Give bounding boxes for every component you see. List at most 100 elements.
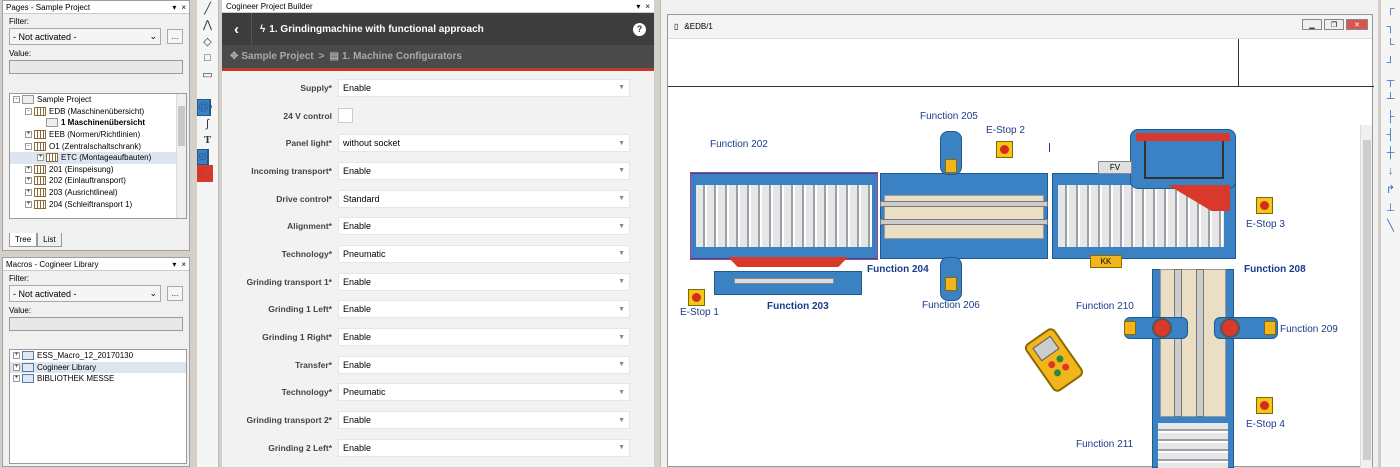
estop-1-button[interactable] bbox=[688, 289, 705, 306]
drawing-toolbar: ╱ ⋀ ◇ □ ▭ ○ ◯ ◐ ◜ @ ⬭ ∫ T ▣ ⊘ ⟷ ⤡ ⊢ ⊣ ⊤ … bbox=[197, 0, 219, 467]
pin-icon[interactable]: ▾ bbox=[172, 2, 177, 12]
macro-tree-item[interactable]: +Cogineer Library bbox=[10, 361, 186, 374]
tee-down-icon[interactable]: ┬ bbox=[1386, 75, 1395, 87]
expand-toggle-icon[interactable]: + bbox=[13, 352, 20, 360]
tree-item[interactable]: +204 (Schleiftransport 1) bbox=[10, 198, 186, 210]
expand-toggle-icon[interactable]: + bbox=[25, 200, 32, 208]
expand-toggle-icon[interactable]: + bbox=[25, 165, 32, 173]
corner-top-left-icon[interactable]: ┌ bbox=[1386, 3, 1395, 15]
function-211-rollers bbox=[1158, 423, 1228, 468]
filter-more-button[interactable]: ... bbox=[167, 286, 183, 301]
back-button[interactable]: ‹ bbox=[222, 13, 252, 45]
tree-item[interactable]: 1 Maschinenübersicht bbox=[10, 117, 186, 129]
form-select[interactable]: Enable▼ bbox=[338, 78, 630, 97]
form-row: Technology*Pneumatic▼ bbox=[222, 240, 654, 268]
close-icon[interactable]: × bbox=[645, 1, 650, 11]
control-pendant-icon[interactable] bbox=[1022, 325, 1086, 395]
tree-scrollbar[interactable] bbox=[176, 94, 186, 218]
estop-4-button[interactable] bbox=[1256, 397, 1273, 414]
spiral-tool-icon[interactable]: @ bbox=[197, 99, 211, 116]
scrollbar-thumb[interactable] bbox=[178, 106, 185, 146]
expand-toggle-icon[interactable]: - bbox=[25, 142, 32, 150]
diagonal-icon[interactable]: ╲ bbox=[1387, 219, 1394, 232]
form-select[interactable]: Enable▼ bbox=[338, 272, 630, 291]
form-select[interactable]: Enable▼ bbox=[338, 217, 630, 236]
breadcrumb-root[interactable]: Sample Project bbox=[241, 51, 314, 62]
restore-button[interactable]: ❐ bbox=[1324, 19, 1344, 30]
form-label: Transfer* bbox=[295, 359, 332, 370]
curve-tool-icon[interactable]: ∫ bbox=[205, 117, 209, 130]
dropdown-arrow-icon: ▼ bbox=[618, 139, 625, 147]
help-button[interactable]: ? bbox=[633, 22, 646, 36]
form-select[interactable]: Pneumatic▼ bbox=[338, 383, 630, 402]
text-tool-icon[interactable]: T bbox=[203, 134, 212, 147]
form-select[interactable]: Enable▼ bbox=[338, 355, 630, 374]
form-select-value: Pneumatic bbox=[343, 248, 386, 259]
form-select[interactable]: Enable▼ bbox=[338, 328, 630, 347]
expand-toggle-icon[interactable]: + bbox=[25, 131, 32, 139]
tab-tree[interactable]: Tree bbox=[9, 233, 38, 247]
tee-up-icon[interactable]: ┴ bbox=[1386, 93, 1395, 105]
expand-toggle-icon[interactable]: + bbox=[13, 375, 20, 383]
corner-bottom-left-icon[interactable]: └ bbox=[1386, 39, 1395, 51]
expand-toggle-icon[interactable]: - bbox=[13, 96, 20, 104]
form-select[interactable]: Standard▼ bbox=[338, 189, 630, 208]
close-icon[interactable]: × bbox=[181, 259, 186, 269]
form-select[interactable]: Enable▼ bbox=[338, 300, 630, 319]
tee-left-icon[interactable]: ┤ bbox=[1386, 129, 1395, 141]
expand-toggle-icon[interactable]: + bbox=[37, 154, 44, 162]
tree-item[interactable]: -EDB (Maschinenübersicht) bbox=[10, 106, 186, 118]
form-select[interactable]: Enable▼ bbox=[338, 438, 630, 457]
tree-item[interactable]: +EEB (Normen/Richtlinien) bbox=[10, 129, 186, 141]
cross-icon[interactable]: ┼ bbox=[1386, 147, 1395, 159]
vertical-scrollbar[interactable] bbox=[1360, 125, 1372, 468]
form-select-value: without socket bbox=[343, 138, 401, 149]
polygon-tool-icon[interactable]: ◇ bbox=[203, 35, 212, 48]
value-input[interactable] bbox=[9, 60, 183, 74]
corner-bottom-right-icon[interactable]: ┘ bbox=[1386, 57, 1395, 69]
minimize-button[interactable]: ▁ bbox=[1302, 19, 1322, 30]
estop-3-button[interactable] bbox=[1256, 197, 1273, 214]
tree-item[interactable]: +203 (Ausrichtlineal) bbox=[10, 187, 186, 199]
radius-tool-icon[interactable]: ⌀ bbox=[197, 165, 204, 182]
form-select[interactable]: without socket ▼ bbox=[338, 134, 630, 153]
corner-top-right-icon[interactable]: ┐ bbox=[1386, 21, 1395, 33]
tree-item[interactable]: -Sample Project bbox=[10, 94, 186, 106]
scrollbar-thumb[interactable] bbox=[1363, 140, 1371, 460]
macro-tree-item[interactable]: +ESS_Macro_12_20170130 bbox=[10, 350, 186, 362]
tree-item[interactable]: +202 (Einlauftransport) bbox=[10, 175, 186, 187]
estop-3-label: E-Stop 3 bbox=[1246, 219, 1285, 230]
expand-toggle-icon[interactable]: + bbox=[25, 177, 32, 185]
arrow-down-icon[interactable]: ↓ bbox=[1387, 165, 1394, 177]
macro-tree-item-label: BIBLIOTHEK MESSE bbox=[37, 374, 115, 384]
close-icon[interactable]: × bbox=[181, 2, 186, 12]
tree-item[interactable]: +ETC (Montageaufbauten) bbox=[10, 151, 186, 164]
pin-icon[interactable]: ▾ bbox=[636, 1, 641, 11]
arrow-branch-icon[interactable]: ↱ bbox=[1385, 183, 1396, 196]
form-select[interactable]: Enable▼ bbox=[338, 411, 630, 430]
pages-filter-select[interactable]: - Not activated -⌄ bbox=[9, 28, 161, 45]
expand-toggle-icon[interactable]: + bbox=[13, 363, 20, 371]
tree-item[interactable]: -O1 (Zentralschaltschrank) bbox=[10, 140, 186, 152]
link-tool-icon[interactable]: ⊘ bbox=[197, 148, 209, 165]
expand-toggle-icon[interactable]: - bbox=[25, 107, 32, 115]
window-close-button[interactable]: ✕ bbox=[1346, 19, 1368, 30]
rectangle-alt-tool-icon[interactable]: ▭ bbox=[202, 68, 213, 81]
form-checkbox[interactable] bbox=[338, 108, 353, 124]
pin-icon[interactable]: ▾ bbox=[172, 259, 177, 269]
form-select[interactable]: Enable▼ bbox=[338, 161, 630, 180]
rectangle-tool-icon[interactable]: □ bbox=[204, 51, 211, 64]
tree-item[interactable]: +201 (Einspeisung) bbox=[10, 164, 186, 176]
form-select[interactable]: Pneumatic▼ bbox=[338, 244, 630, 263]
macro-tree-item[interactable]: + BIBLIOTHEK MESSE bbox=[10, 373, 186, 385]
expand-toggle-icon[interactable]: + bbox=[25, 189, 32, 197]
tab-list[interactable]: List bbox=[37, 233, 62, 247]
tee-right-icon[interactable]: ├ bbox=[1386, 111, 1395, 123]
filter-more-button[interactable]: ... bbox=[167, 29, 183, 44]
estop-2-button[interactable] bbox=[996, 141, 1013, 158]
line-tool-icon[interactable]: ╱ bbox=[204, 2, 211, 15]
jumper-icon[interactable]: ⊥ bbox=[1385, 201, 1396, 214]
value-input[interactable] bbox=[9, 317, 183, 331]
macros-filter-select[interactable]: - Not activated -⌄ bbox=[9, 285, 161, 302]
polyline-tool-icon[interactable]: ⋀ bbox=[202, 19, 213, 32]
